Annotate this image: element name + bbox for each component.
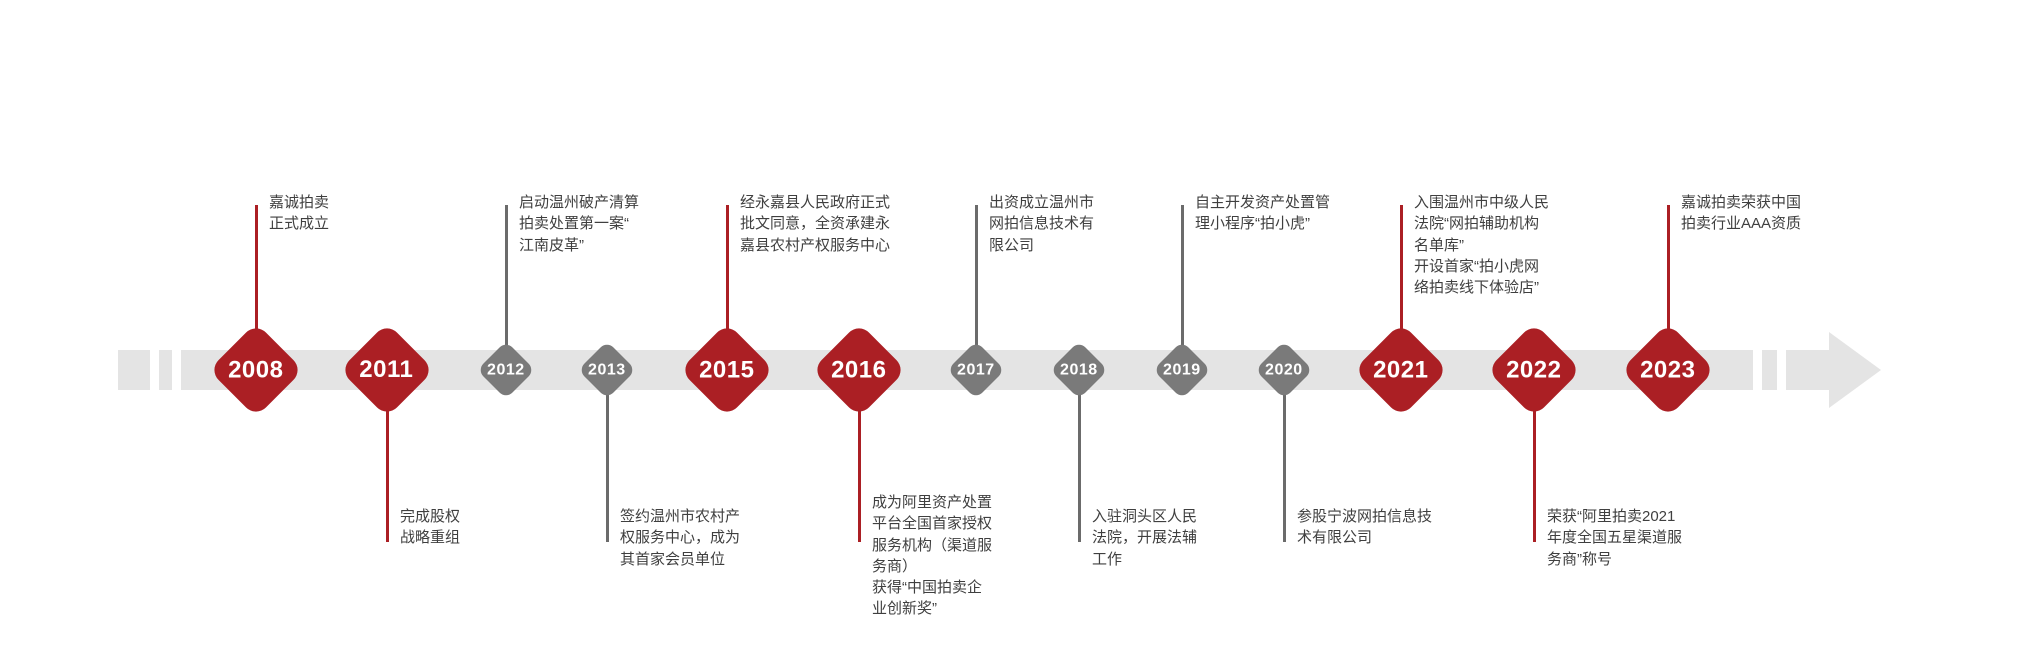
event-description: 自主开发资产处置管 理小程序“拍小虎” xyxy=(1195,194,1331,233)
connector-line xyxy=(255,205,258,370)
year-label: 2020 xyxy=(1265,361,1303,378)
event-description: 入围温州市中级人民 法院“网拍辅助机构 名单库” 开设首家“拍小虎网 络拍卖线下… xyxy=(1414,194,1550,297)
year-diamond: 2022 xyxy=(1486,322,1582,418)
connector-line xyxy=(606,370,609,542)
band-gap xyxy=(1777,348,1786,392)
event-description: 成为阿里资产处置 平台全国首家授权 服务机构（渠道服 务商） 获得“中国拍卖企 … xyxy=(872,494,993,618)
event-description: 嘉诚拍卖 正式成立 xyxy=(269,194,330,233)
year-label: 2013 xyxy=(588,361,626,378)
band-gap xyxy=(150,348,159,392)
year-label: 2021 xyxy=(1373,355,1429,383)
connector-line xyxy=(858,370,861,542)
connector-line xyxy=(1181,205,1184,370)
year-label: 2023 xyxy=(1640,355,1696,383)
year-label: 2018 xyxy=(1060,361,1098,378)
year-diamond: 2016 xyxy=(811,322,907,418)
timeline-arrowhead-icon xyxy=(1829,332,1881,408)
event-description: 入驻洞头区人民 法院，开展法辅 工作 xyxy=(1092,508,1198,568)
band-gap xyxy=(1753,348,1762,392)
year-label: 2008 xyxy=(228,355,284,383)
year-label: 2019 xyxy=(1163,361,1201,378)
year-label: 2022 xyxy=(1506,355,1562,383)
band-gap xyxy=(172,348,181,392)
year-label: 2016 xyxy=(831,355,887,383)
connector-line xyxy=(505,205,508,370)
connector-line xyxy=(975,205,978,370)
connector-line xyxy=(1283,370,1286,542)
connector-line xyxy=(1400,205,1403,370)
connector-line xyxy=(386,370,389,542)
event-description: 启动温州破产清算 拍卖处置第一案“ 江南皮革” xyxy=(519,194,640,254)
year-diamond: 2008 xyxy=(208,322,304,418)
year-label: 2011 xyxy=(359,355,415,383)
year-label: 2015 xyxy=(699,355,755,383)
connector-line xyxy=(1533,370,1536,542)
connector-line xyxy=(1667,205,1670,370)
connector-line xyxy=(726,205,729,370)
event-description: 参股宁波网拍信息技 术有限公司 xyxy=(1297,508,1433,547)
year-label: 2017 xyxy=(957,361,995,378)
year-diamond: 2021 xyxy=(1353,322,1449,418)
event-description: 经永嘉县人民政府正式 批文同意，全资承建永 嘉县农村产权服务中心 xyxy=(740,194,891,254)
event-description: 嘉诚拍卖荣获中国 拍卖行业AAA资质 xyxy=(1681,194,1802,233)
event-description: 出资成立温州市 网拍信息技术有 限公司 xyxy=(989,194,1095,254)
year-diamond: 2011 xyxy=(339,322,435,418)
year-diamond: 2015 xyxy=(679,322,775,418)
connector-line xyxy=(1078,370,1081,542)
event-description: 签约温州市农村产 权服务中心，成为 其首家会员单位 xyxy=(620,508,741,568)
year-diamond: 2023 xyxy=(1620,322,1716,418)
year-label: 2012 xyxy=(487,361,525,378)
event-description: 完成股权 战略重组 xyxy=(400,508,461,547)
event-description: 荣获“阿里拍卖2021 年度全国五星渠道服 务商”称号 xyxy=(1547,508,1683,568)
